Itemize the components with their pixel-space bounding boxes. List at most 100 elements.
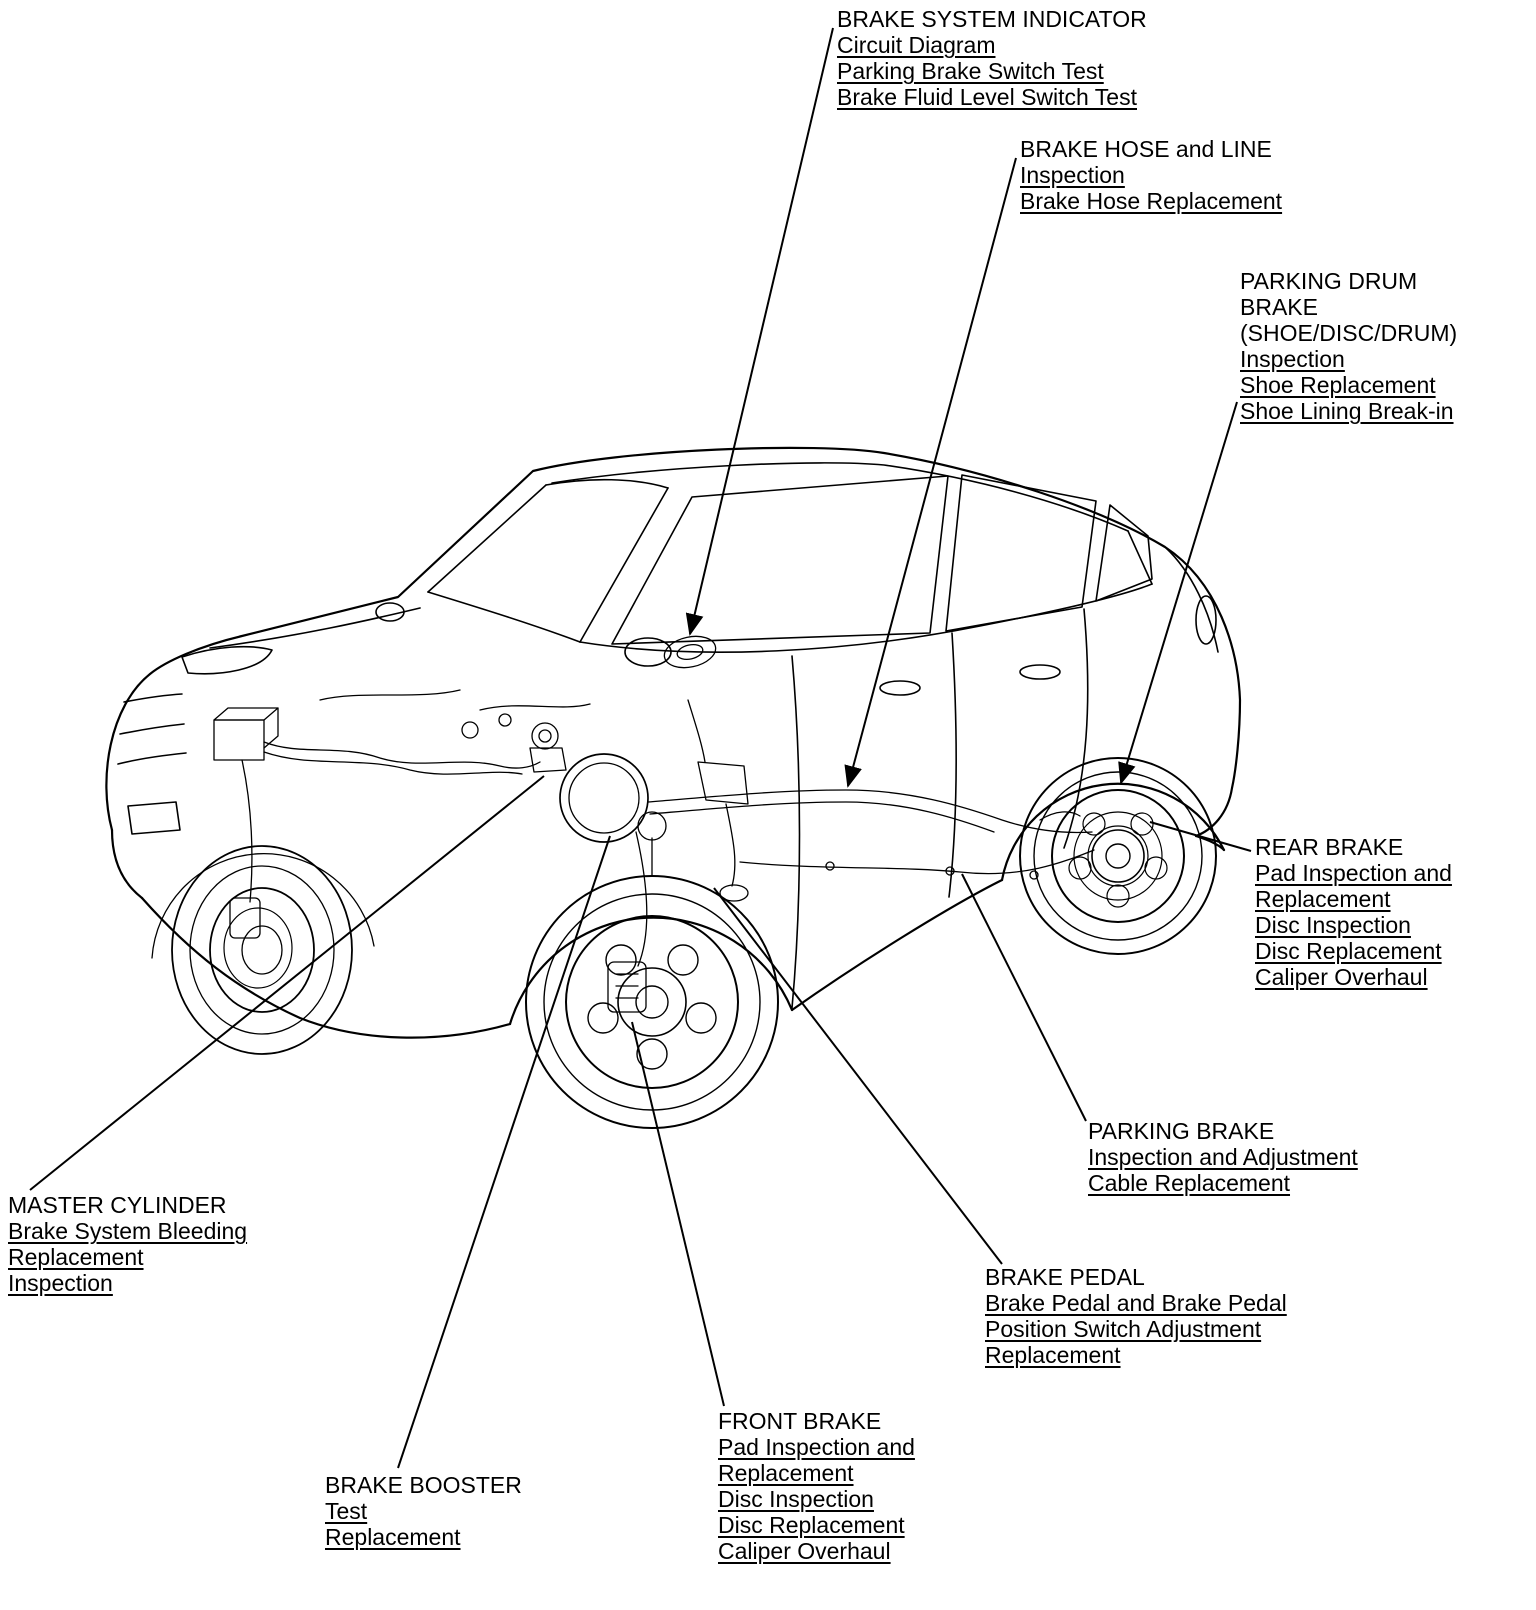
link-shoe-lining-break-in[interactable]: Shoe Lining Break-in [1240,398,1454,424]
link-parking-drum-inspection[interactable]: Inspection [1240,346,1345,372]
callout-master-cylinder: MASTER CYLINDER Brake System Bleeding Re… [8,1192,298,1296]
callout-brake-booster: BRAKE BOOSTER Test Replacement [325,1472,585,1550]
front-caliper-part [607,961,647,1013]
floor-brake-pipe-2 [649,801,995,833]
leader-brake-booster [397,835,611,1469]
callout-parking-brake: PARKING BRAKE Inspection and Adjustment … [1088,1118,1408,1196]
front-far-wheel [171,845,353,1055]
quarter-glass [1095,504,1153,602]
lower-front-body [140,896,512,1039]
grille-line-2 [119,723,185,735]
brake-booster-part [559,753,649,843]
tail-lamp [1195,595,1217,645]
rear-near-wheel [1019,757,1217,955]
door-seam-middle [948,632,957,898]
rear-brake-hose [1039,811,1081,821]
door-seam-rear [1063,608,1089,849]
leader-front-brake [631,1021,725,1407]
d-pillar [1127,530,1153,585]
link-rear-pad-inspection-and-replacement[interactable]: Pad Inspection and Replacement [1255,860,1452,912]
steering-column-line [687,699,706,763]
callout-front-brake: FRONT BRAKE Pad Inspection and Replaceme… [718,1408,958,1564]
a-pillar-near [579,487,669,643]
far-brake-line [241,759,253,903]
link-front-disc-replacement[interactable]: Disc Replacement [718,1512,905,1538]
link-shoe-replacement[interactable]: Shoe Replacement [1240,372,1436,398]
dash-indicator-part [663,635,717,669]
rear-door-glass [945,474,1097,632]
link-brake-pedal-replacement[interactable]: Replacement [985,1342,1121,1368]
door-handle-front [879,680,921,696]
link-front-disc-inspection[interactable]: Disc Inspection [718,1486,874,1512]
leader-parking-drum-brake [1118,401,1238,785]
leader-brake-hose-and-line [844,157,1017,788]
engine-bay-brake-line-1 [263,741,541,769]
a-pillar-far [427,484,547,593]
beltline [579,583,1153,653]
body-silhouette [105,446,1242,838]
link-booster-replacement[interactable]: Replacement [325,1524,461,1550]
callout-brake-system-indicator: BRAKE SYSTEM INDICATOR Circuit Diagram P… [837,6,1217,110]
fender-door-seam [791,655,801,1009]
callout-title-front-brake: FRONT BRAKE [718,1408,882,1434]
engine-detail-4 [498,713,512,727]
cowl-line [427,591,581,643]
callout-title-brake-booster: BRAKE BOOSTER [325,1472,522,1498]
roof-front-edge [545,478,669,489]
link-brake-hose-replacement[interactable]: Brake Hose Replacement [1020,188,1283,214]
callout-brake-hose-and-line: BRAKE HOSE and LINE Inspection Brake Hos… [1020,136,1330,214]
callout-title-master-cylinder: MASTER CYLINDER [8,1192,227,1218]
abs-modulator [213,707,279,761]
callout-title-parking-brake: PARKING BRAKE [1088,1118,1275,1144]
link-rear-disc-inspection[interactable]: Disc Inspection [1255,912,1411,938]
link-brake-pedal-position-switch-adjustment[interactable]: Brake Pedal and Brake Pedal Position Swi… [985,1290,1287,1342]
car-glass-and-details [117,462,1219,1009]
rocker-panel [790,878,1004,1012]
door-handle-rear [1019,664,1061,680]
rear-brake-drum [1087,825,1149,887]
far-caliper-part [229,897,261,939]
cable-clip-2 [945,866,955,876]
callout-rear-brake: REAR BRAKE Pad Inspection and Replacemen… [1255,834,1490,990]
link-parking-brake-switch-test[interactable]: Parking Brake Switch Test [837,58,1104,84]
engine-detail-1 [319,689,461,701]
master-cylinder-part [529,722,567,773]
link-parking-brake-inspection-and-adjustment[interactable]: Inspection and Adjustment [1088,1144,1358,1170]
leader-rear-brake [1149,821,1252,852]
leader-master-cylinder [29,775,545,1191]
headlight [181,645,273,675]
roof-side-edge [551,462,1129,532]
rear-wheel-arch [1000,782,1226,882]
parking-brake-cable [739,849,1095,875]
cable-clip-3 [1029,870,1039,880]
callout-title-brake-hose-and-line: BRAKE HOSE and LINE [1020,136,1272,162]
wheels [171,757,1217,1129]
link-brake-system-bleeding[interactable]: Brake System Bleeding [8,1218,248,1244]
link-rear-caliper-overhaul[interactable]: Caliper Overhaul [1255,964,1428,990]
rear-brake-disc [1073,811,1163,901]
vehicle-illustration [105,446,1242,1129]
floor-brake-pipe-1 [647,789,1093,834]
link-master-cylinder-inspection[interactable]: Inspection [8,1270,113,1296]
link-brake-hose-inspection[interactable]: Inspection [1020,162,1125,188]
far-wheel-arch-inner [151,853,375,959]
callout-title-parking-drum-brake-1: PARKING DRUM [1240,268,1418,294]
cable-clip-1 [825,861,835,871]
fog-lamp [127,801,181,835]
link-brake-fluid-level-switch-test[interactable]: Brake Fluid Level Switch Test [837,84,1137,110]
front-bumper-lower [110,828,144,900]
link-circuit-diagram[interactable]: Circuit Diagram [837,32,996,58]
link-master-cylinder-replacement[interactable]: Replacement [8,1244,144,1270]
car-body-outline [105,446,1242,1039]
link-front-pad-inspection-and-replacement[interactable]: Pad Inspection and Replacement [718,1434,915,1486]
rear-window-line [1164,546,1219,653]
leader-lines [29,27,1252,1469]
link-booster-test[interactable]: Test [325,1498,368,1524]
hood-crease [209,607,421,649]
side-mirror-near [624,637,672,667]
engine-detail-3 [461,721,479,739]
link-front-caliper-overhaul[interactable]: Caliper Overhaul [718,1538,891,1564]
link-cable-replacement[interactable]: Cable Replacement [1088,1170,1291,1196]
link-rear-disc-replacement[interactable]: Disc Replacement [1255,938,1442,964]
